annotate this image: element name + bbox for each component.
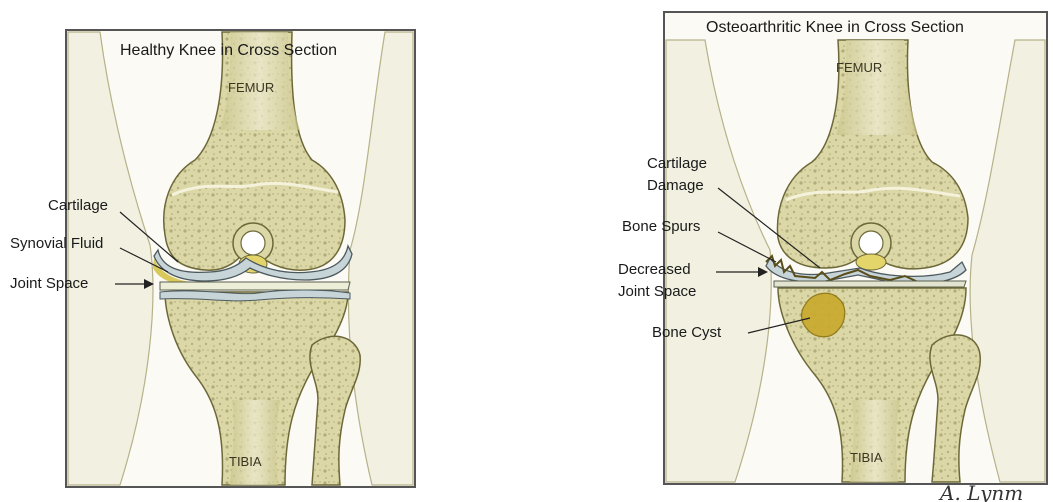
arthritic-tibia-label: TIBIA [850,450,883,465]
arthritic-label-decreased: Decreased [618,261,691,278]
arthritic-title: Osteoarthritic Knee in Cross Section [706,19,964,36]
healthy-joint-space [160,282,350,290]
healthy-title: Healthy Knee in Cross Section [120,42,337,59]
arthritic-label-bone-cyst: Bone Cyst [652,324,722,341]
healthy-label-cartilage: Cartilage [48,197,108,214]
arthritic-label-joint-space: Joint Space [618,283,696,300]
healthy-patella-inner [241,231,265,255]
healthy-label-joint-space: Joint Space [10,275,88,292]
arthritic-panel: Osteoarthritic Knee in Cross Section FEM… [618,12,1047,484]
healthy-femur-label: FEMUR [228,80,274,95]
arthritic-femur-label: FEMUR [836,60,882,75]
healthy-tibia-label: TIBIA [229,454,262,469]
artist-signature: A. Lynm [938,481,1023,502]
arthritic-tibia-shaft [850,400,900,482]
healthy-label-synovial-fluid: Synovial Fluid [10,235,103,252]
arthritic-patella-inner [859,231,883,255]
arthritic-label-bone-spurs: Bone Spurs [622,218,700,235]
arthritic-label-damage: Damage [647,177,704,194]
arthritic-joint-space [774,281,966,287]
arthritic-label-cartilage: Cartilage [647,155,707,172]
healthy-panel: Healthy Knee in Cross Section FEMUR TIBI… [10,30,415,487]
arthritic-bone-cyst [802,293,845,337]
healthy-tibia-shaft [230,400,280,485]
